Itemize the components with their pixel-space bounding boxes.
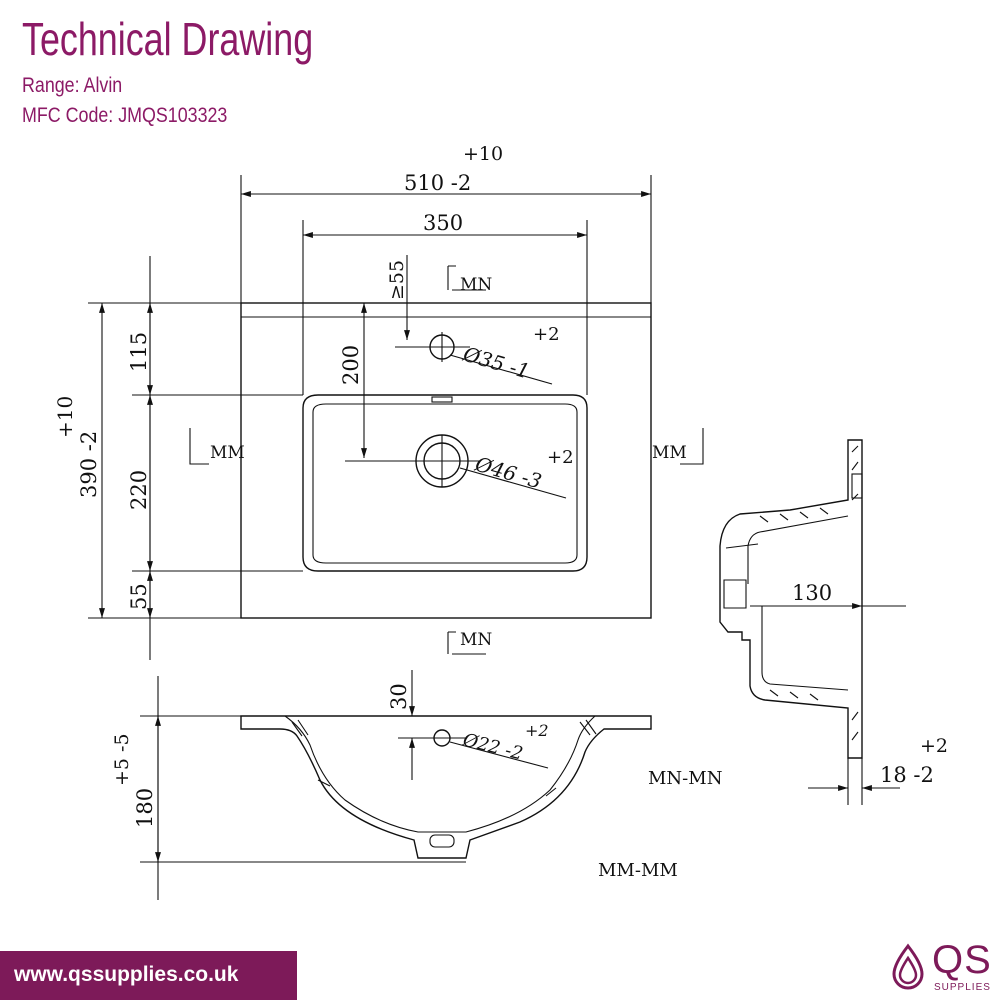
dim-height-tol: +5 -5	[111, 733, 133, 786]
dim-tap-tol: +2	[533, 324, 560, 345]
dim-tap-hole: Ø35 -1	[460, 341, 533, 383]
bowl-outline	[302, 394, 588, 572]
qs-supplies-logo: QS SUPPLIES	[888, 938, 992, 996]
logo-qs-text: QS	[932, 938, 992, 982]
dim-tap-min: ≥55	[386, 260, 408, 300]
range-label: Range: Alvin	[22, 74, 123, 97]
dim-rim-tol: +2	[920, 735, 948, 757]
basin-outline	[240, 302, 652, 619]
dim-height: 180	[133, 788, 157, 828]
dim-overflow-offset: 30	[387, 683, 411, 710]
dim-width-tol: +10	[463, 143, 503, 165]
technical-drawing: +10 510 -2 350 ≥55 MN +2 Ø35 -1 200 +2 Ø…	[53, 143, 948, 900]
basin-section	[240, 715, 652, 859]
front-section-view	[140, 670, 652, 900]
section-mn-bottom: MN	[460, 630, 492, 650]
dim-depth: 390 -2	[77, 431, 101, 498]
dim-bowl-depth: 220	[127, 470, 151, 510]
section-mn-label: MN-MN	[648, 768, 722, 789]
section-mm-left: MM	[210, 443, 245, 463]
website-link[interactable]: www.qssupplies.co.uk	[14, 963, 239, 986]
dim-depth-to-waste: 200	[339, 345, 363, 385]
side-section-view	[719, 439, 906, 805]
dim-front-depth: 55	[127, 583, 151, 610]
dim-rim: 18 -2	[880, 763, 934, 787]
footer-band: www.qssupplies.co.uk	[0, 951, 297, 1000]
drop-logo-icon	[892, 943, 924, 990]
dim-back-depth: 115	[127, 332, 151, 372]
dim-depth-tol: +10	[53, 396, 77, 438]
dim-waste-tol: +2	[547, 447, 574, 468]
dim-overflow-tol: +2	[525, 721, 549, 740]
dim-waste-hole: Ø46 -3	[472, 451, 545, 493]
plan-view	[88, 175, 704, 660]
logo-subtext: SUPPLIES	[934, 982, 991, 993]
dim-bowl-width: 350	[423, 211, 463, 235]
section-mn-top: MN	[460, 275, 492, 295]
side-profile	[719, 439, 863, 759]
page-title: Technical Drawing	[22, 13, 314, 65]
section-mm-label: MM-MM	[598, 860, 678, 881]
section-mm-right: MM	[652, 443, 687, 463]
dim-width: 510 -2	[404, 171, 471, 195]
dim-side-130: 130	[792, 581, 832, 605]
mfc-code-label: MFC Code: JMQS103323	[22, 104, 228, 127]
dim-overflow-hole: Ø22 -2	[460, 729, 525, 764]
